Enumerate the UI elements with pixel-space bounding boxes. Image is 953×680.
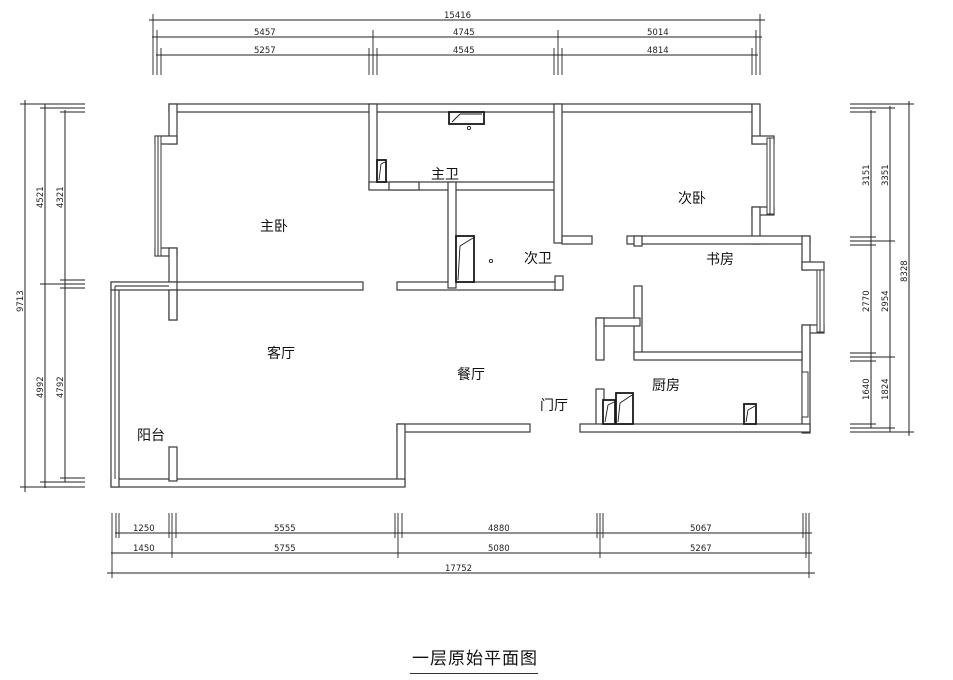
dim-bottom-outer-3: 5080 xyxy=(488,544,510,554)
fixtures xyxy=(376,111,757,425)
wall-master-bath-door xyxy=(388,181,420,191)
walls xyxy=(110,103,825,488)
wall-master-bath-left xyxy=(368,103,378,190)
right-dimensions: 3151 2770 1640 3351 2954 1824 8328 xyxy=(850,101,914,436)
kitchen-appliance xyxy=(743,403,757,425)
dim-right-outer-3: 1824 xyxy=(881,378,891,400)
dim-bottom-inner-3: 4880 xyxy=(488,524,510,534)
dim-right-inner-1: 3151 xyxy=(862,164,872,186)
second-bath-tub xyxy=(455,235,494,283)
room-label-living-room: 客厅 xyxy=(267,345,295,362)
wall-study-door-stub xyxy=(633,235,643,247)
window-second-bedroom xyxy=(766,137,775,215)
room-label-balcony: 阳台 xyxy=(137,428,165,444)
dim-bottom-inner-4: 5067 xyxy=(690,524,712,534)
dim-right-inner-2: 2770 xyxy=(862,290,872,312)
dim-left-outer-1: 4521 xyxy=(36,186,46,208)
wall-top xyxy=(168,103,753,113)
dim-right-total: 8328 xyxy=(900,260,910,282)
wall-bath-divider-right xyxy=(553,103,563,244)
dim-bottom-outer-4: 5267 xyxy=(690,544,712,554)
room-labels: 主卧 主卫 次卧 次卫 书房 客厅 餐厅 门厅 厨房 阳台 xyxy=(137,167,734,444)
wall-kitchen-bottom xyxy=(579,423,811,433)
dim-left-inner-1: 4321 xyxy=(56,186,66,208)
wall-second-bath-left xyxy=(447,181,457,289)
dim-top-outer-2: 4745 xyxy=(453,28,475,38)
wall-balcony-lower-stub xyxy=(168,446,178,482)
room-label-second-bedroom: 次卧 xyxy=(678,191,706,207)
dim-bottom-inner-1: 1250 xyxy=(133,524,155,534)
top-dimensions: 15416 5457 4745 5014 5257 4545 4814 xyxy=(149,11,765,75)
room-label-dining-room: 餐厅 xyxy=(457,367,485,383)
master-bath-sink xyxy=(448,111,485,131)
dim-top-inner-2: 4545 xyxy=(453,46,475,56)
dim-left-outer-2: 4992 xyxy=(36,376,46,398)
dim-bottom-total: 17752 xyxy=(445,564,472,574)
wall-foyer-jog-left xyxy=(595,317,605,361)
room-label-master-bedroom: 主卧 xyxy=(260,219,288,235)
wall-dining-bottom xyxy=(396,423,531,433)
left-dimensions: 9713 4521 4992 4321 4792 xyxy=(16,100,85,492)
drawing-title: 一层原始平面图 xyxy=(412,649,538,669)
bottom-dimensions: 1250 5555 4880 5067 1450 5755 5080 5267 … xyxy=(107,513,815,578)
wall-living-bottom xyxy=(110,478,406,488)
kitchen-fridge-small xyxy=(602,399,616,425)
dim-right-outer-2: 2954 xyxy=(881,290,891,312)
dim-left-total: 9713 xyxy=(16,290,26,312)
wall-second-bath-bottom-left xyxy=(396,281,563,291)
room-label-second-bath: 次卫 xyxy=(524,251,552,267)
wall-study-bay-top xyxy=(801,261,825,271)
title-underline xyxy=(410,673,538,674)
dim-right-inner-3: 1640 xyxy=(862,378,872,400)
wall-dining-step xyxy=(396,423,406,487)
dim-top-outer-1: 5457 xyxy=(254,28,276,38)
window-kitchen xyxy=(801,371,809,418)
master-bath-toilet xyxy=(376,159,387,183)
dim-bottom-inner-2: 5555 xyxy=(274,524,296,534)
window-study xyxy=(816,269,825,333)
wall-study-bottom xyxy=(633,351,803,361)
wall-balcony-upper-stub xyxy=(168,289,178,321)
dim-top-outer-3: 5014 xyxy=(647,28,669,38)
wall-master-bottom xyxy=(168,281,364,291)
dim-left-inner-2: 4792 xyxy=(56,376,66,398)
room-label-study: 书房 xyxy=(706,252,734,268)
wall-study-top xyxy=(626,235,811,245)
room-label-kitchen: 厨房 xyxy=(652,378,680,394)
wall-bedroom-door-stub xyxy=(561,235,593,245)
room-label-master-bath: 主卫 xyxy=(431,167,459,183)
dim-top-inner-3: 4814 xyxy=(647,46,669,56)
dim-bottom-outer-2: 5755 xyxy=(274,544,296,554)
kitchen-fridge-large xyxy=(615,392,634,425)
room-label-foyer: 门厅 xyxy=(540,398,568,414)
dim-top-inner-1: 5257 xyxy=(254,46,276,56)
dim-bottom-outer-1: 1450 xyxy=(133,544,155,554)
dim-right-outer-1: 3351 xyxy=(881,164,891,186)
dim-top-total: 15416 xyxy=(444,11,471,21)
wall-second-bath-right-stub xyxy=(554,275,564,291)
